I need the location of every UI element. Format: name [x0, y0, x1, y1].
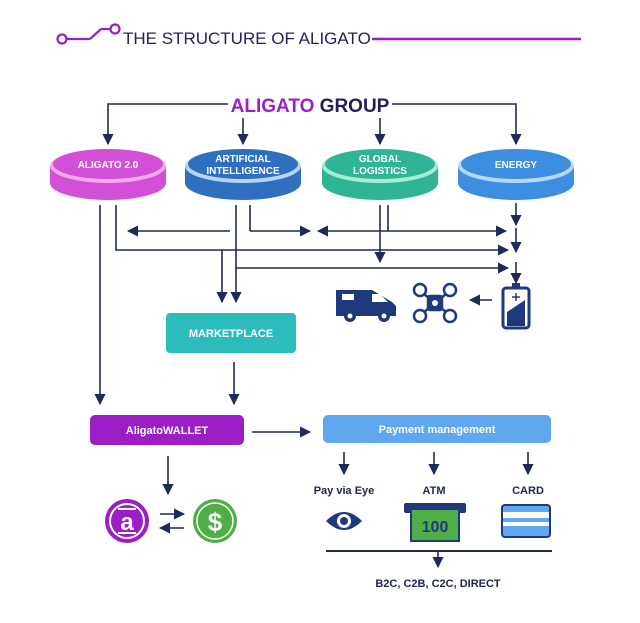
- arrow-ai-energy: [235, 205, 510, 274]
- eye-icon: [326, 512, 362, 530]
- arrow-group-aligato: [102, 103, 228, 146]
- marketplace-box: MARKETPLACE: [166, 313, 296, 353]
- page-title: THE STRUCTURE OF ALIGATO: [123, 29, 371, 48]
- divisions: ALIGATO 2.0 ARTIFICIAL INTELLIGENCE GLOB…: [50, 149, 574, 200]
- method-label-atm: ATM: [422, 485, 445, 497]
- aligato-coin-icon: a: [105, 499, 149, 543]
- battery-icon: [501, 283, 531, 330]
- connectors: [94, 103, 552, 569]
- disc-energy: ENERGY: [458, 149, 574, 200]
- arrow-group-energy: [392, 103, 522, 146]
- group-suffix: GROUP: [314, 96, 389, 117]
- disc-global-logistics: GLOBAL LOGISTICS: [322, 149, 438, 200]
- wallet-box: AligatoWALLET: [90, 415, 244, 445]
- header: THE STRUCTURE OF ALIGATO: [56, 23, 581, 48]
- atm-value: 100: [422, 519, 449, 536]
- coin-symbol: a: [120, 509, 134, 536]
- payment-box: Payment management: [323, 415, 551, 443]
- group-title: ALIGATO GROUP: [231, 96, 390, 117]
- dollar-symbol: $: [208, 507, 223, 537]
- disc-label: ENERGY: [495, 160, 538, 171]
- disc-label-line-2: LOGISTICS: [353, 166, 407, 177]
- disc-label-line-1: GLOBAL: [359, 154, 401, 165]
- payment-label: Payment management: [379, 424, 496, 436]
- arrow-aligato-energy: [115, 205, 510, 256]
- wallet-label: AligatoWALLET: [126, 425, 209, 437]
- group-brand: ALIGATO: [231, 96, 315, 117]
- disc-label: ALIGATO 2.0: [78, 160, 139, 171]
- disc-label-line-2: INTELLIGENCE: [206, 166, 280, 177]
- method-label-eye: Pay via Eye: [314, 485, 375, 497]
- circuit-icon: [56, 23, 121, 45]
- disc-artificial-intelligence: ARTIFICIAL INTELLIGENCE: [185, 149, 301, 200]
- atm-icon: 100: [404, 503, 466, 542]
- dollar-coin-icon: $: [193, 499, 237, 543]
- card-icon: [501, 504, 551, 538]
- drone-icon: [412, 282, 458, 324]
- method-label-card: CARD: [512, 485, 544, 497]
- markets-label: B2C, C2B, C2C, DIRECT: [375, 578, 501, 590]
- disc-aligato-2: ALIGATO 2.0: [50, 149, 166, 200]
- van-icon: [336, 290, 396, 322]
- marketplace-label: MARKETPLACE: [189, 328, 273, 340]
- disc-label-line-1: ARTIFICIAL: [215, 154, 271, 165]
